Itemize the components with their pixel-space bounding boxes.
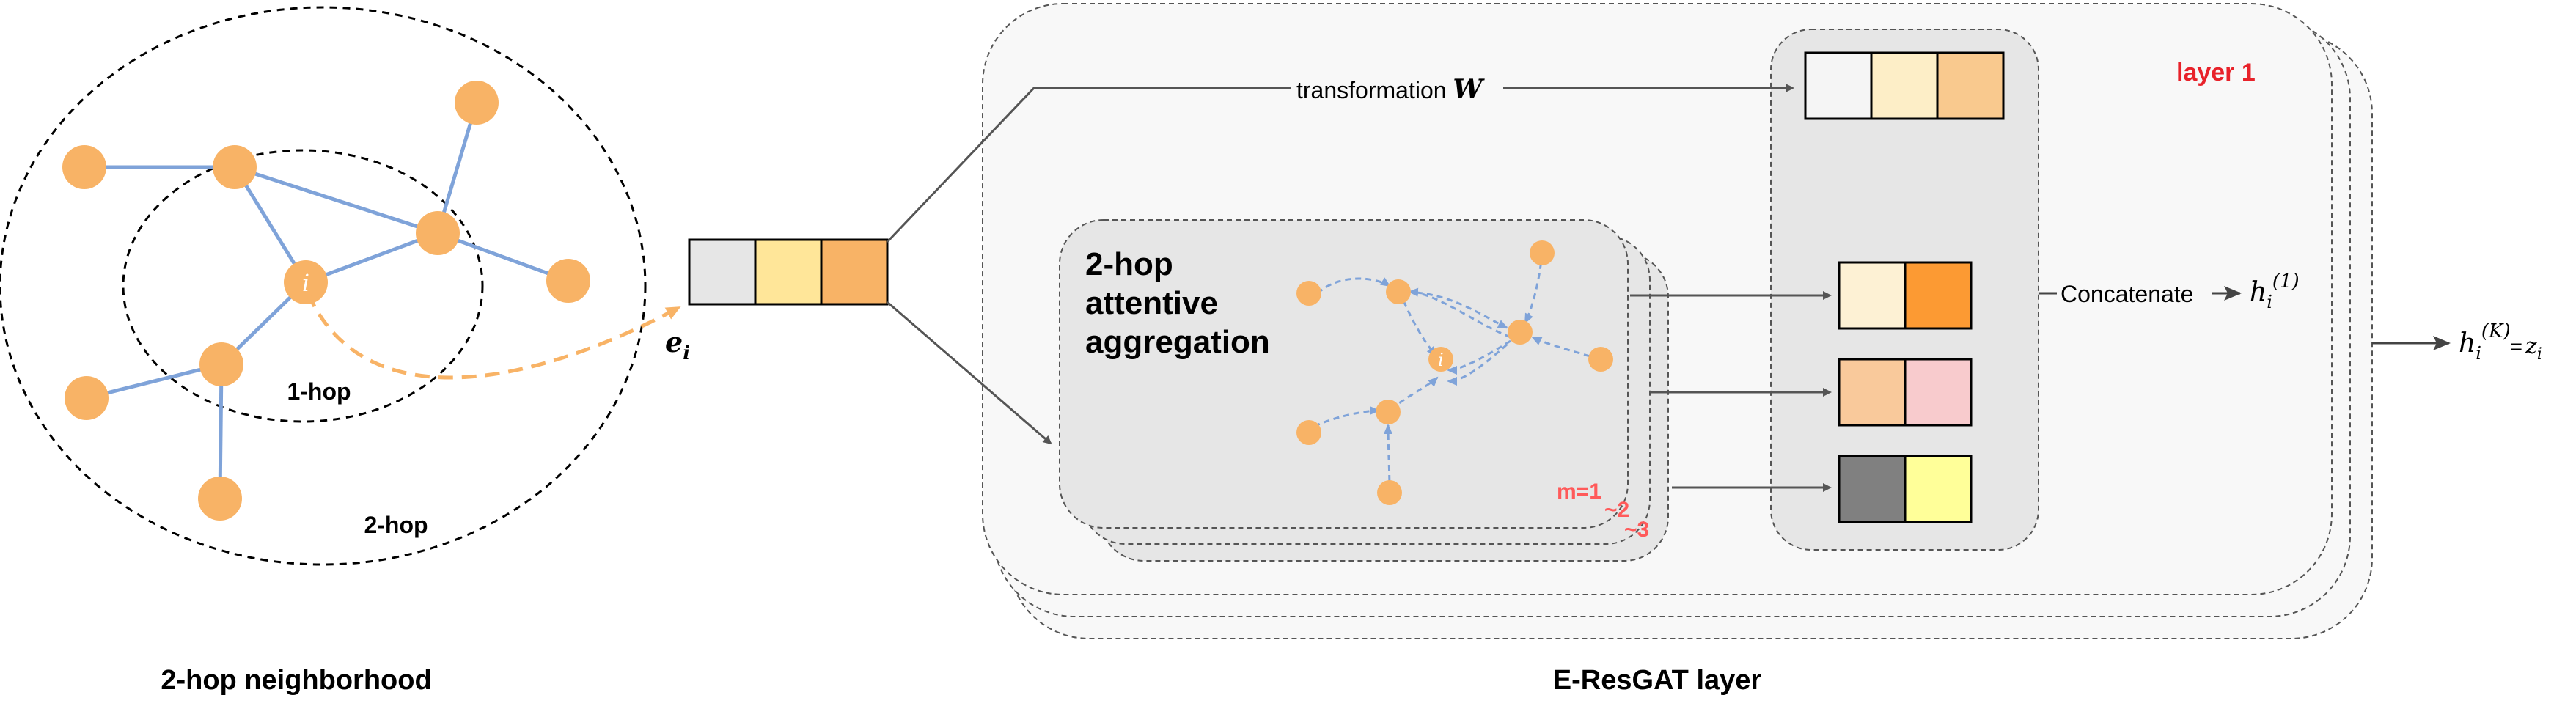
inner-hop-ring — [122, 149, 484, 423]
graph-node — [65, 376, 109, 420]
graph-node — [1296, 281, 1321, 306]
outer-hop-ring — [0, 6, 647, 566]
layer-title: layer 1 — [2176, 59, 2256, 87]
head-label-2: ~2 — [1604, 498, 1629, 522]
final-output-label: hi(K)=zi — [2459, 320, 2542, 364]
graph-node — [1386, 279, 1411, 304]
embedding-arrow — [306, 292, 681, 380]
neighborhood-edges — [84, 102, 569, 499]
graph-node — [199, 342, 243, 386]
graph-node — [455, 81, 499, 125]
attention-nodes — [1296, 240, 1613, 505]
vector-cell — [820, 238, 889, 306]
outer-ring-label: 2-hop — [364, 512, 428, 538]
transformation-label: transformation W — [1296, 74, 1485, 105]
aggregation-arrow — [887, 301, 1052, 445]
vector-cell — [688, 238, 757, 306]
graph-node — [62, 145, 106, 189]
transformation-arrow — [886, 84, 1794, 243]
vector-cell — [1904, 358, 1973, 427]
vector-cell — [1936, 51, 2005, 120]
attention-edges — [1304, 252, 1600, 492]
head-label-3: ~3 — [1624, 518, 1649, 542]
embedding-label: ei — [665, 326, 690, 364]
graph-node — [1377, 480, 1402, 505]
vector-cell — [1838, 455, 1907, 523]
vector-cell — [1870, 51, 1939, 120]
graph-node — [198, 477, 242, 521]
center-node — [1428, 347, 1453, 372]
vector-cell — [1904, 455, 1973, 523]
neighborhood-nodes — [62, 81, 590, 521]
input-embedding-vector — [688, 238, 889, 306]
graph-node — [416, 211, 460, 255]
concat-label: Concatenate — [2061, 281, 2193, 307]
transform-vector — [1804, 51, 2005, 120]
concat-label-bg — [2057, 277, 2212, 309]
head1-vector — [1838, 261, 1973, 330]
head3-vector — [1838, 455, 1973, 523]
attention-graph: i — [1296, 240, 1613, 505]
vector-cell — [1804, 51, 1873, 120]
graph-node — [1508, 320, 1533, 345]
vector-cell — [1904, 261, 1973, 330]
neighborhood-caption: 2-hop neighborhood — [161, 665, 431, 696]
inner-ring-label: 1-hop — [287, 378, 351, 405]
graph-node — [213, 145, 257, 189]
graph-node — [1376, 400, 1401, 424]
graph-node — [1530, 240, 1555, 265]
head2-vector — [1838, 358, 1973, 427]
center-node-label: i — [302, 269, 309, 297]
attention-center-label: i — [1438, 350, 1444, 370]
aggregation-title: 2-hop attentive aggregation — [1085, 246, 1270, 360]
transformation-label-bg — [1291, 71, 1503, 103]
layer-output-label: hi(1) — [2250, 271, 2300, 312]
neighborhood-graph: i 1-hop 2-hop ei 2-hop neighborhood — [0, 6, 690, 696]
layer-caption: E-ResGAT layer — [1553, 665, 1762, 696]
graph-node — [1588, 347, 1613, 372]
vector-cell — [754, 238, 823, 306]
head-label-1: m=1 — [1557, 479, 1601, 504]
graph-node — [546, 259, 590, 303]
graph-node — [1296, 420, 1321, 445]
vector-cell — [1838, 261, 1907, 330]
vector-cell — [1838, 358, 1907, 427]
center-node — [284, 260, 328, 304]
aggregation-card-1 — [1059, 219, 1629, 529]
